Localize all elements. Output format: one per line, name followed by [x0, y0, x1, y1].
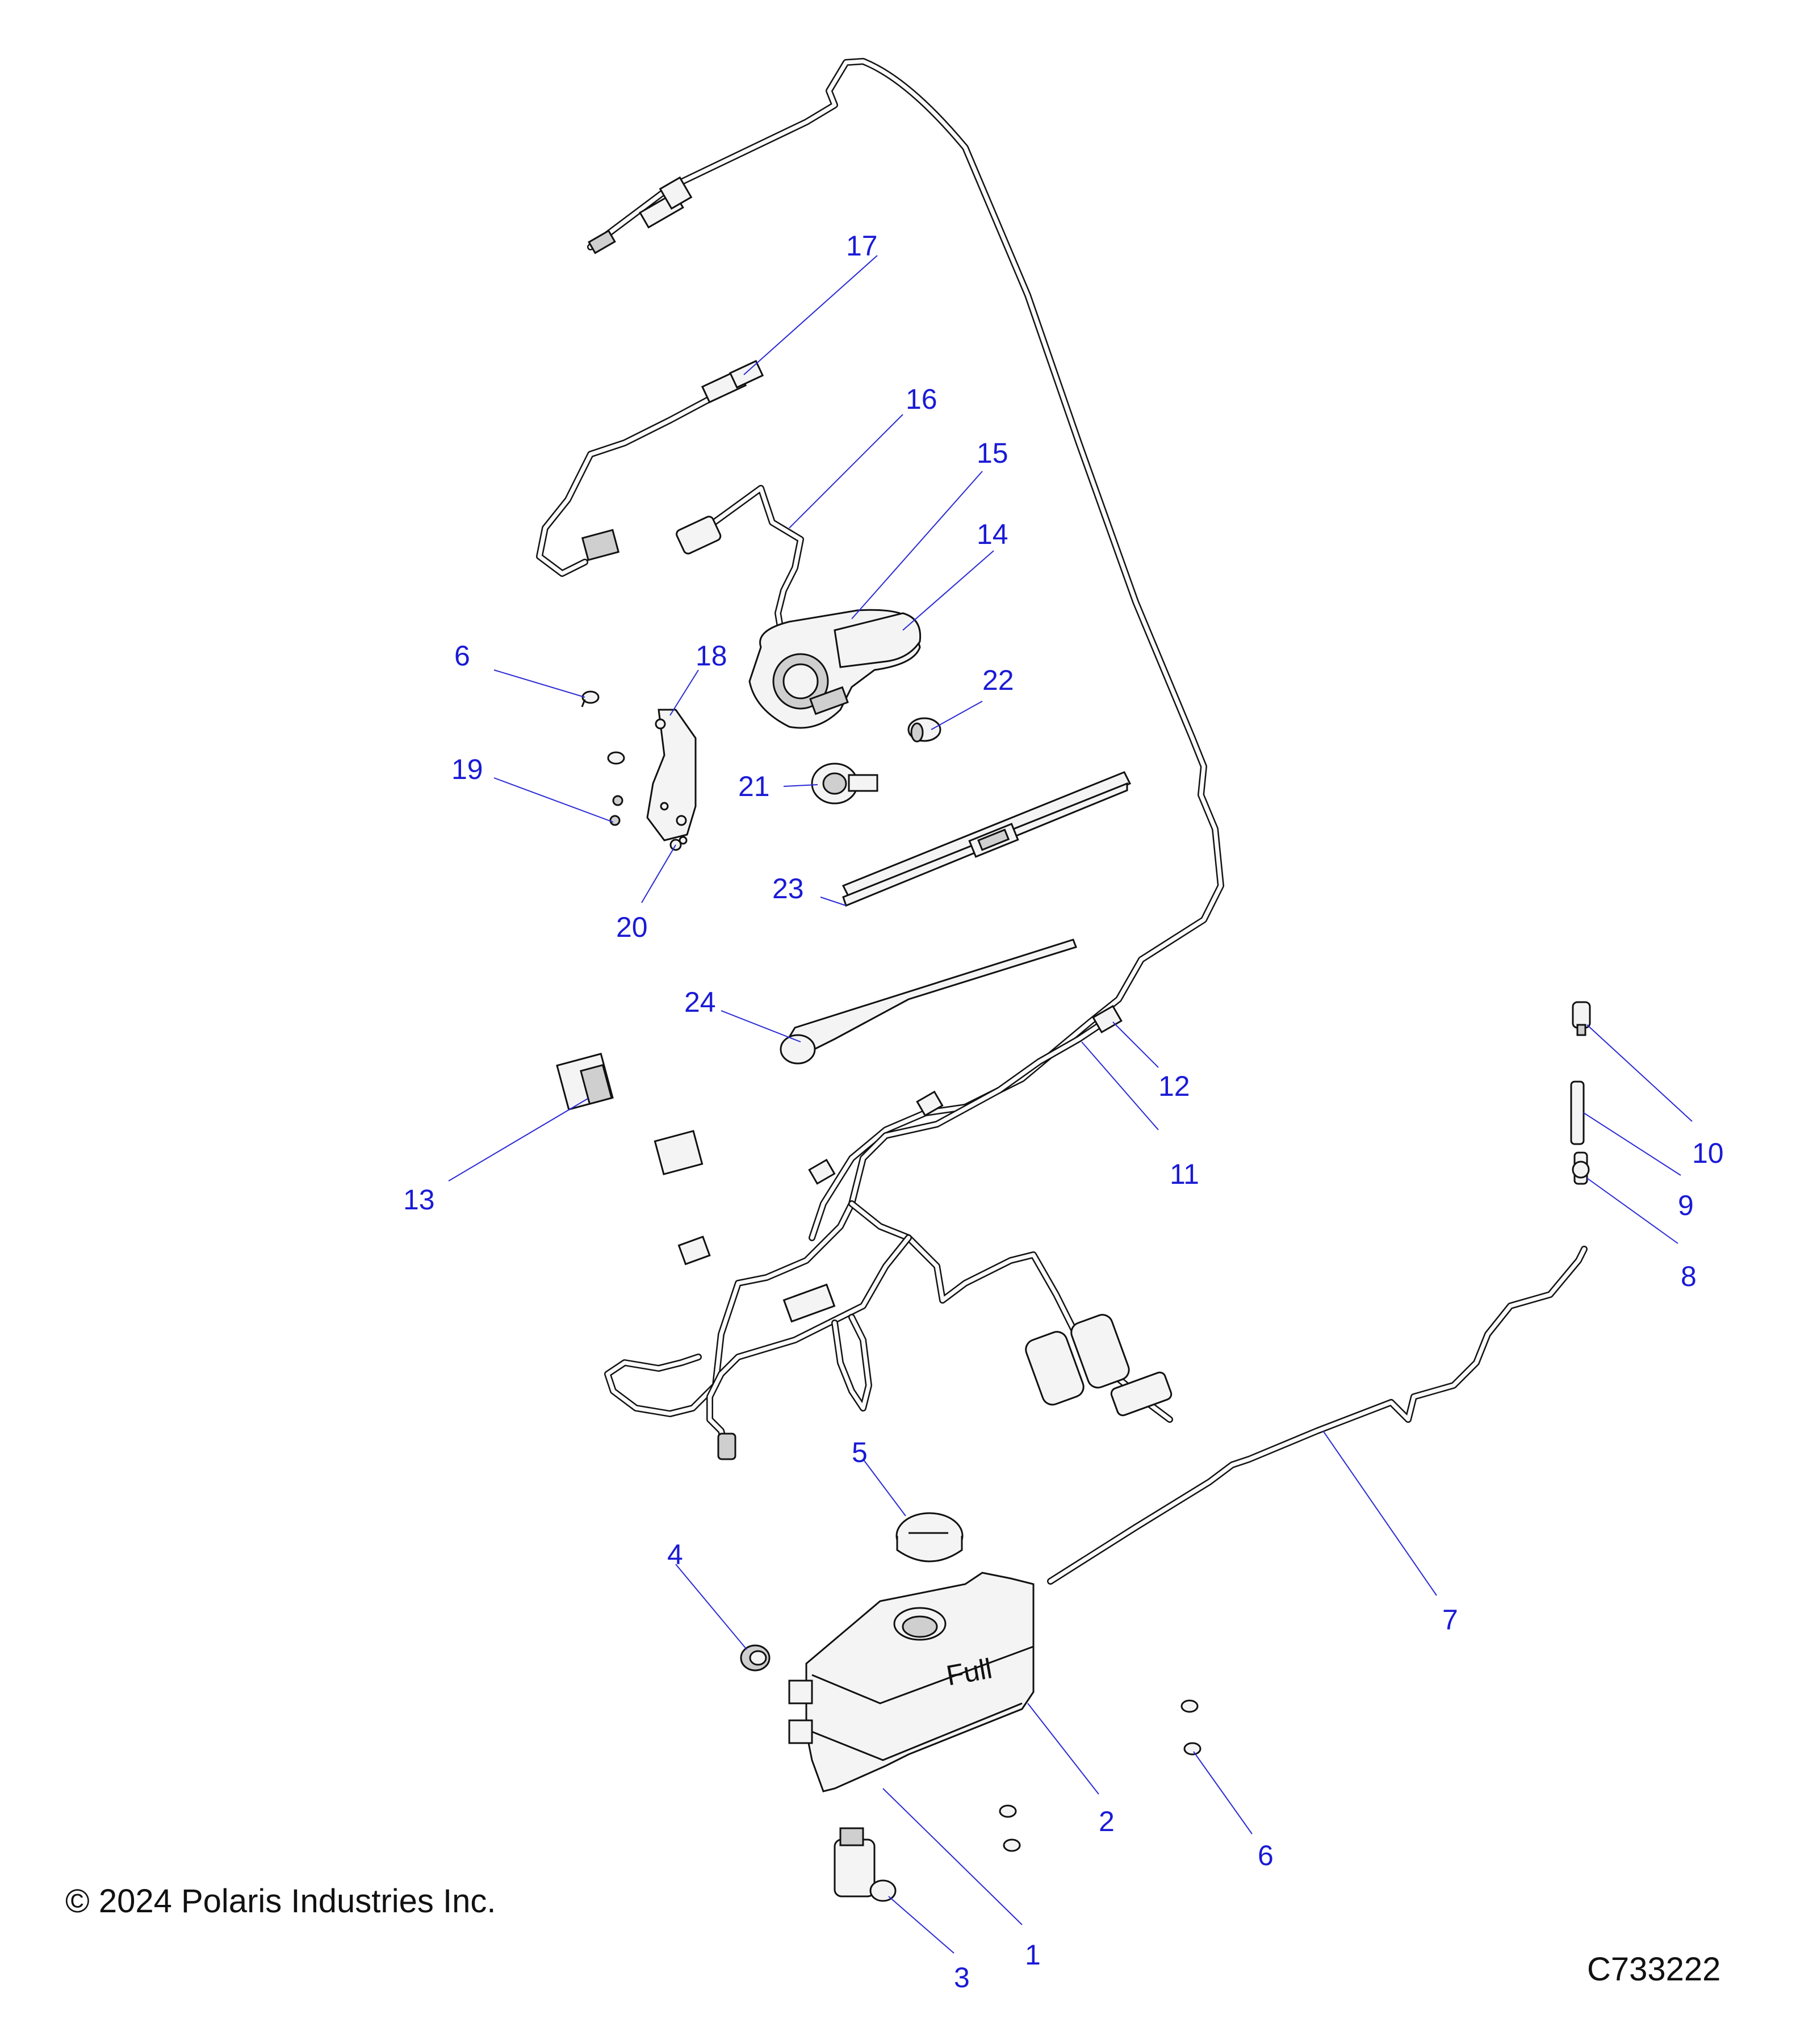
callout-23: 23 [772, 873, 804, 904]
callout-1: 1 [1025, 1939, 1041, 1971]
part-11-harness [604, 1004, 1173, 1460]
callout-15: 15 [977, 437, 1008, 469]
part-9-tube [1570, 1080, 1585, 1145]
callout-18: 18 [696, 640, 727, 672]
callout-11: 11 [1170, 1158, 1199, 1190]
callout-14: 14 [977, 518, 1008, 550]
part-3-pump [834, 1827, 897, 1902]
callout-4: 4 [667, 1539, 683, 1570]
callout-20: 20 [616, 911, 648, 943]
part-21-grommet [811, 763, 878, 805]
leader-lines [448, 255, 1693, 1954]
part-8-fitting [1572, 1151, 1590, 1185]
part-4-grommet [740, 1644, 771, 1672]
callout-21: 21 [738, 770, 770, 802]
callout-7: 7 [1442, 1604, 1458, 1636]
callout-24: 24 [684, 986, 716, 1018]
part-10-nozzle [1572, 1001, 1591, 1036]
callout-16: 16 [906, 383, 937, 415]
callout-2: 2 [1099, 1806, 1115, 1837]
callout-19: 19 [451, 753, 483, 785]
callout-6-upper: 6 [454, 640, 470, 672]
callout-17: 17 [846, 230, 878, 262]
callout-6-lower: 6 [1258, 1840, 1274, 1871]
part-14-wiper-motor [748, 609, 922, 729]
callout-22: 22 [982, 664, 1014, 696]
part-7-hose [1047, 1246, 1588, 1585]
part-13-connector [556, 1053, 614, 1111]
callout-12: 12 [1158, 1070, 1190, 1102]
callout-9: 9 [1678, 1189, 1694, 1221]
callout-labels: 17 16 15 14 22 21 6 18 19 20 23 24 12 11… [403, 230, 1724, 1993]
callout-3: 3 [954, 1962, 970, 1993]
callout-8: 8 [1681, 1260, 1697, 1292]
figure-id: C733222 [1587, 1951, 1721, 1988]
part-16-lead [676, 485, 804, 634]
part-22-cap [907, 717, 941, 743]
fasteners-lower [999, 1699, 1201, 1852]
part-2-reservoir: Full [788, 1572, 1035, 1792]
tank-marking: Full [944, 1652, 994, 1691]
callout-13: 13 [403, 1184, 435, 1216]
callout-5: 5 [852, 1436, 868, 1468]
part-17-harness [536, 359, 764, 577]
part-24-wiper-arm [780, 939, 1077, 1065]
part-18-bracket [646, 709, 697, 841]
part-5-cap [895, 1512, 964, 1563]
callout-10: 10 [1692, 1137, 1724, 1169]
part-23-wiper-blade [841, 771, 1132, 907]
copyright-notice: © 2024 Polaris Industries Inc. [65, 1883, 496, 1920]
